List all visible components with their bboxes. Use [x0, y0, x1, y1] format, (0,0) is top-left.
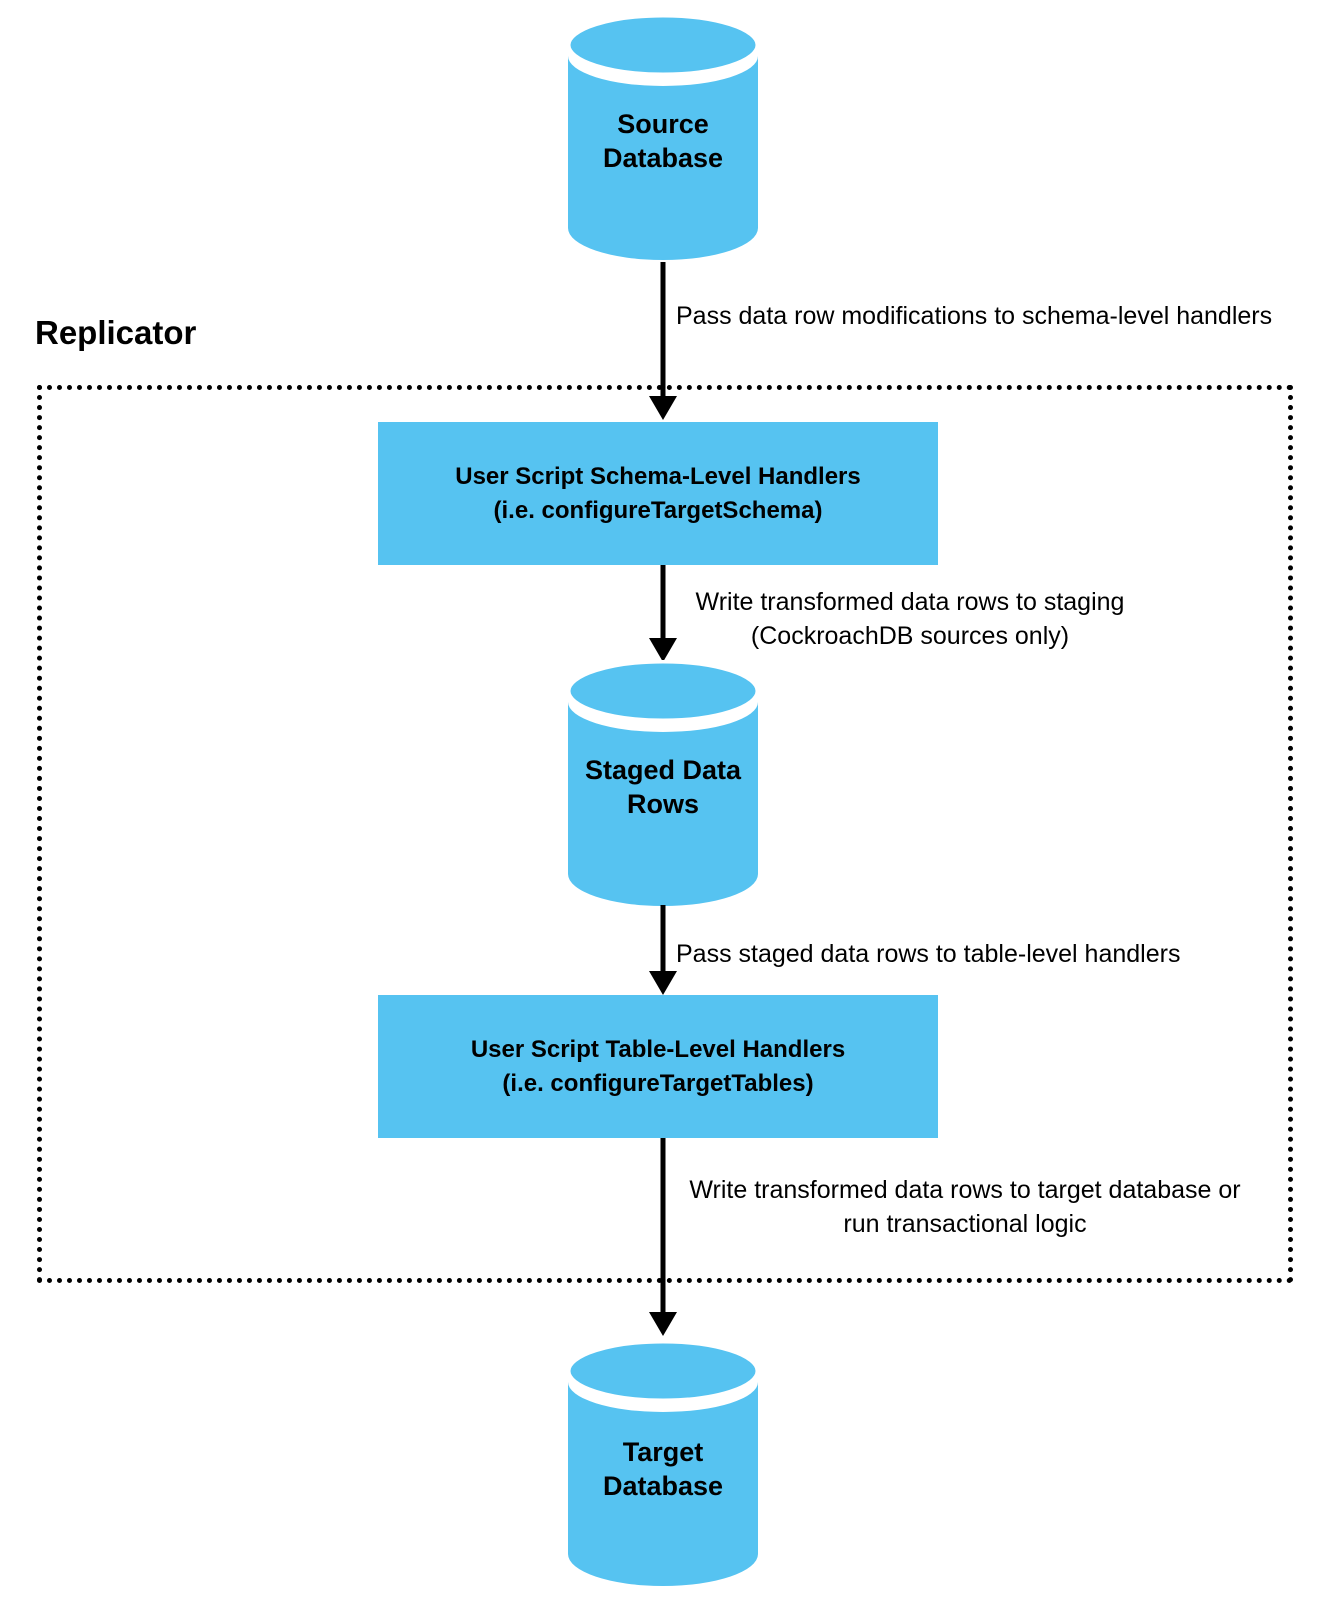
arrow-schema-to-staged — [649, 565, 677, 662]
table-level-handlers-node: User Script Table-Level Handlers (i.e. c… — [378, 995, 938, 1138]
database-cylinder-icon — [568, 660, 758, 906]
edge-label-schema-to-staged: Write transformed data rows to staging (… — [670, 586, 1150, 654]
staged-data-rows-label-line1: Staged Data — [584, 755, 742, 786]
staged-data-rows-label-line2: Rows — [626, 789, 699, 819]
source-database-node: Source Database — [568, 14, 758, 262]
arrow-shaft — [660, 1138, 666, 1316]
schema-level-handlers-node: User Script Schema-Level Handlers (i.e. … — [378, 422, 938, 565]
target-database-label-line1: Target — [622, 1437, 704, 1468]
edge-label-schema-to-staged-line2: (CockroachDB sources only) — [750, 621, 1070, 650]
target-database-node: Target Database — [568, 1340, 758, 1592]
arrow-head-icon — [649, 638, 677, 662]
arrow-shaft — [660, 262, 666, 400]
source-database-label-line2: Database — [602, 143, 724, 173]
arrow-staged-to-table — [649, 905, 677, 995]
edge-label-table-to-target-line1: Write transformed data rows to target da… — [689, 1176, 1241, 1204]
staged-data-rows-node: Staged Data Rows — [568, 660, 758, 908]
arrow-source-to-schema — [649, 262, 677, 420]
edge-label-source-to-schema: Pass data row modifications to schema-le… — [676, 302, 1273, 330]
table-handlers-label-line2: (i.e. configureTargetTables) — [502, 1069, 814, 1097]
arrow-shaft — [660, 565, 666, 642]
arrow-table-to-target — [649, 1138, 677, 1336]
edge-label-staged-to-table: Pass staged data rows to table-level han… — [676, 940, 1181, 968]
arrow-head-icon — [649, 1312, 677, 1336]
arrow-head-icon — [649, 971, 677, 995]
edge-label-table-to-target-line2: run transactional logic — [843, 1209, 1087, 1238]
arrow-shaft — [660, 905, 666, 975]
edge-label-table-to-target: Write transformed data rows to target da… — [665, 1174, 1265, 1242]
target-database-label-line2: Database — [602, 1471, 724, 1501]
source-database-label-line1: Source — [617, 109, 709, 140]
arrow-head-icon — [649, 396, 677, 420]
schema-handlers-label-line1: User Script Schema-Level Handlers — [455, 462, 861, 490]
edge-label-schema-to-staged-line1: Write transformed data rows to staging — [695, 588, 1125, 616]
source-database-label: Source Database — [568, 14, 758, 262]
table-handlers-label-line1: User Script Table-Level Handlers — [470, 1035, 846, 1063]
replicator-group-title: Replicator — [35, 314, 197, 351]
database-cylinder-icon — [568, 14, 758, 260]
database-cylinder-icon — [568, 1340, 758, 1586]
target-database-label: Target Database — [568, 1340, 758, 1592]
schema-handlers-label-line2: (i.e. configureTargetSchema) — [493, 496, 823, 524]
staged-data-rows-label: Staged Data Rows — [568, 660, 758, 908]
